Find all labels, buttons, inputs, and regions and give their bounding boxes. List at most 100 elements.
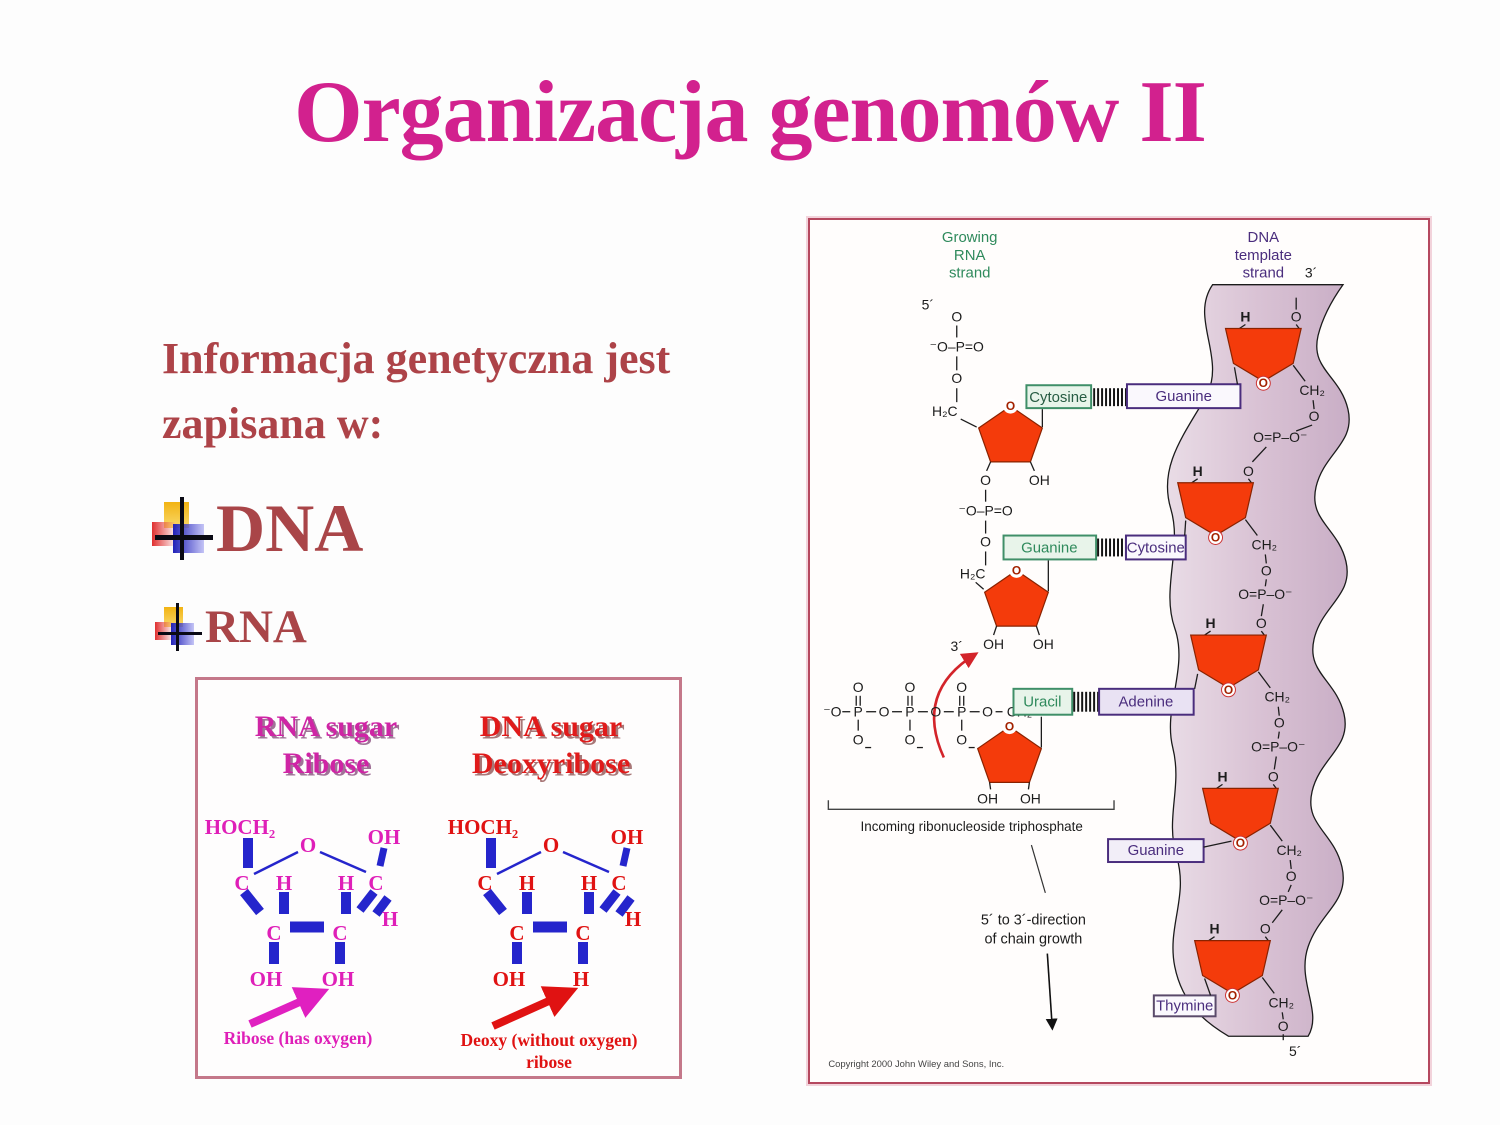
base-label-guanine: Guanine: [1128, 842, 1184, 859]
atom-label: H: [1193, 463, 1203, 479]
five-prime-label: 5´: [922, 297, 934, 313]
dna-sugar-heading: DNA sugar Deoxyribose: [436, 708, 666, 782]
bullet-label-rna: RNA: [205, 601, 307, 653]
copyright-text: Copyright 2000 John Wiley and Sons, Inc.: [828, 1059, 1004, 1070]
base-box-guanine: [1125, 383, 1242, 410]
deoxyribose-pentagon-icon: [1189, 634, 1268, 689]
atom-label: O: [956, 732, 967, 748]
atom-label: O: [1228, 988, 1237, 1002]
leader-line: [1030, 844, 1046, 894]
ring-oxygen-icon: [1003, 398, 1018, 414]
atom-label: H: [1210, 921, 1220, 937]
atom-label: O: [1259, 376, 1268, 390]
five-prime-label: 5´: [1289, 1043, 1301, 1059]
deoxy-arrow-icon: [491, 986, 579, 1030]
growing-strand-label: RNA: [954, 247, 986, 264]
dna-sugar-heading-line1: DNA sugar: [479, 710, 623, 743]
atom-label: O: [1260, 921, 1271, 937]
dna-nucleotide: H O O CH₂ O 5´: [1193, 921, 1301, 1059]
dna-nucleotide: H O O CH₂ O O=P–O⁻: [1201, 768, 1313, 924]
template-strand-label: template: [1235, 247, 1292, 264]
bracket-icon: [827, 800, 1115, 810]
atom-label: H: [382, 907, 398, 931]
bullet-label-dna: DNA: [216, 490, 364, 566]
transcription-drawing: Growing RNA strand DNA template strand 3…: [823, 229, 1350, 1070]
dna-nucleotide: H O O CH₂ O O=P–O⁻: [1189, 615, 1305, 770]
atom-label: OH: [1020, 790, 1041, 806]
hydrogen-bond-hatch-icon: [1096, 538, 1126, 557]
direction-label-line1: 5´ to 3´-direction: [981, 913, 1086, 929]
bullet-item-dna: DNA: [152, 489, 363, 568]
ring-oxygen-icon: [1221, 682, 1236, 698]
atom-label: OH: [1029, 472, 1050, 488]
atom-label: CH₂: [1268, 994, 1294, 1010]
atom-label: CH₂: [1276, 842, 1302, 858]
intro-line-2: zapisana w:: [162, 399, 384, 448]
atom-label: O: [956, 679, 967, 695]
atom-label: O: [1256, 615, 1267, 631]
atom-label: OH: [493, 967, 526, 991]
base-label-adenine: Adenine: [1118, 694, 1173, 711]
page-title: Organizacja genomów II: [294, 64, 1207, 161]
growth-direction-arrow-icon: [1045, 953, 1058, 1031]
atom-label: O: [980, 533, 991, 549]
atom-label: H: [625, 907, 641, 931]
sugar-structures-drawing: HOCH₂ O OH C H H C H C C OH OH Ribose (h…: [205, 815, 644, 1072]
atom-label: O: [1236, 836, 1245, 850]
atom-label: C: [332, 921, 347, 945]
ribose-pentagon-icon: [983, 569, 1050, 627]
atom-label: P: [854, 704, 863, 720]
deoxyribose-pentagon-icon: [1176, 482, 1255, 537]
atom-label: O: [905, 679, 916, 695]
atom-label: ⁻O: [823, 704, 841, 720]
atom-label: OH: [322, 967, 355, 991]
atom-label: C: [266, 921, 281, 945]
rna-sugar-heading: RNA sugar Ribose: [216, 708, 436, 782]
hydrogen-bond-hatch-icon: [1072, 691, 1100, 712]
atom-label: HOCH₂: [448, 815, 518, 839]
atom-label: O: [951, 309, 962, 325]
ribose-caption: Ribose (has oxygen): [224, 1028, 373, 1048]
ring-oxygen-icon: [1009, 562, 1024, 578]
atom-label: O: [853, 679, 864, 695]
attack-arrow-icon: [932, 652, 979, 759]
atom-label: H: [1240, 309, 1250, 325]
atom-label: OH: [250, 967, 283, 991]
base-label-guanine: Guanine: [1021, 539, 1077, 556]
phosphate-label: O=P–O⁻: [1253, 429, 1307, 445]
ring-oxygen-icon: [1225, 987, 1240, 1003]
ring-oxygen-icon: [1232, 835, 1248, 851]
atom-label: H: [573, 967, 589, 991]
growing-strand-label: strand: [949, 265, 990, 282]
atom-label: O: [1224, 683, 1233, 697]
atom-label: O: [1261, 562, 1272, 578]
base-label-thymine: Thymine: [1156, 997, 1213, 1014]
atom-label: O: [980, 472, 991, 488]
atom-label: OH: [983, 636, 1004, 652]
phosphate-label: ⁻O–P=O: [930, 338, 984, 354]
phosphate-label: ⁻O–P=O: [959, 503, 1013, 519]
atom-label: O: [543, 833, 559, 857]
atom-label: O: [1286, 868, 1297, 884]
base-box-thymine: [1152, 994, 1217, 1018]
atom-label: O: [982, 704, 993, 720]
atom-label: P: [957, 704, 966, 720]
template-strand-label: strand: [1243, 265, 1284, 282]
atom-label: OH: [977, 790, 998, 806]
atom-label: CH₂: [1299, 382, 1325, 398]
base-label-uracil: Uracil: [1023, 694, 1061, 711]
ribose-arrow-icon: [248, 987, 330, 1028]
ring-oxygen-icon: [1255, 375, 1271, 391]
atom-label: O: [1012, 563, 1021, 577]
atom-label: H: [1206, 615, 1216, 631]
atom-label: O: [1005, 720, 1014, 734]
atom-label: H: [581, 871, 597, 895]
three-prime-label: 3´: [1305, 265, 1317, 281]
atom-label: H: [276, 871, 292, 895]
ring-oxygen-icon: [1002, 719, 1017, 735]
atom-label: O: [930, 704, 941, 720]
dna-nucleotide: H O O CH₂ O O=P–O⁻: [1176, 463, 1292, 617]
deoxy-caption-line1: Deoxy (without oxygen): [461, 1030, 638, 1050]
incoming-ntp-label: Incoming ribonucleoside triphosphate: [861, 819, 1083, 834]
